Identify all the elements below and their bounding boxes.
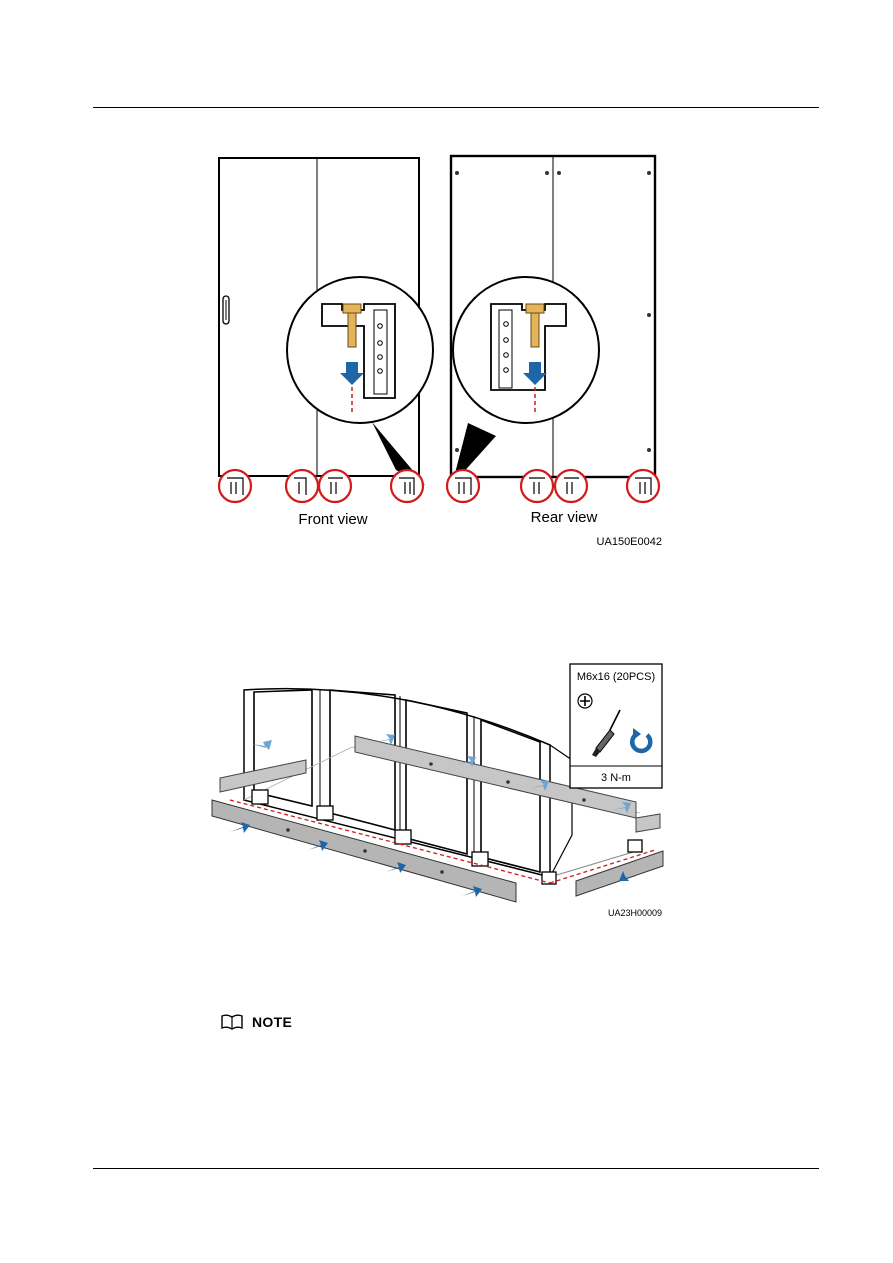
- clockwise-rotate-icon: [630, 728, 653, 754]
- left-side-base-panel: [219, 759, 307, 793]
- phillips-head-icon: [577, 693, 593, 709]
- base-panel-install-figure: M6x16 (20PCS) 3 N-m UA23H00009: [211, 663, 664, 918]
- front-magnify-callout: [286, 276, 434, 485]
- foot-marker: [389, 468, 425, 504]
- install-arrows: [230, 734, 638, 897]
- base-panels-rear: [219, 735, 661, 833]
- foot-marker: [217, 468, 253, 504]
- foot-marker: [519, 468, 555, 504]
- front-rear-view-figure: Front view Rear view UA150E0042: [217, 154, 662, 548]
- torque-label: 3 N-m: [601, 772, 631, 784]
- cabinet-feet: [251, 789, 643, 885]
- screwdriver-icon: [592, 709, 621, 757]
- foot-marker: [317, 468, 353, 504]
- foot-marker: [445, 468, 481, 504]
- screw-spec-label: M6x16 (20PCS): [577, 671, 655, 683]
- note-label: NOTE: [252, 1014, 293, 1030]
- note-heading: NOTE: [220, 1013, 292, 1031]
- foot-markers: [217, 468, 661, 504]
- footer-rule: [93, 1168, 819, 1169]
- foot-marker: [284, 468, 320, 504]
- foot-marker: [625, 468, 661, 504]
- foot-marker: [553, 468, 589, 504]
- cabinet-row: [243, 687, 641, 878]
- figure1-id: UA150E0042: [597, 536, 662, 548]
- rear-view-caption: Rear view: [531, 509, 598, 526]
- tool-spec-box: M6x16 (20PCS) 3 N-m: [569, 663, 663, 789]
- header-rule: [93, 107, 819, 108]
- rear-magnify-callout: [452, 276, 600, 485]
- open-book-icon: [221, 1014, 243, 1030]
- figure2-id: UA23H00009: [608, 908, 662, 918]
- right-side-base-panel: [575, 850, 664, 897]
- front-view-caption: Front view: [298, 511, 367, 528]
